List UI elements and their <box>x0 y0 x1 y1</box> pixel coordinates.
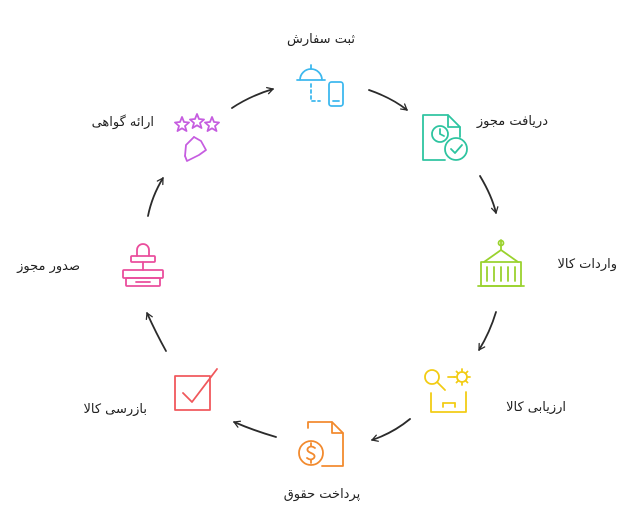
permit-document-icon <box>422 114 468 161</box>
step-label-import-goods: واردات کالا <box>557 257 617 272</box>
order-registration-icon <box>296 64 344 107</box>
step-label-receive-permit: دریافت مجوز <box>476 114 548 129</box>
step-goods-inspection: بازرسی کالا <box>83 368 218 417</box>
certificate-award-icon <box>174 113 220 162</box>
arrow-inspection-to-permit-issue <box>145 312 167 352</box>
inspection-checkbox-icon <box>174 368 218 411</box>
step-label-duty-payment: پرداخت حقوق <box>284 487 361 502</box>
arrow-order-to-permit <box>368 89 408 111</box>
goods-evaluation-icon <box>424 368 471 413</box>
step-label-order-registration: ثبت سفارش <box>287 32 355 47</box>
permit-stamp-icon <box>122 243 164 287</box>
step-label-goods-inspection: بازرسی کالا <box>83 402 147 417</box>
arrow-payment-to-inspection <box>233 420 277 438</box>
step-label-permit-issuance: صدور مجوز <box>16 259 80 274</box>
step-goods-evaluation: ارزیابی کالا <box>424 368 566 415</box>
step-permit-issuance: صدور مجوز <box>16 243 164 287</box>
arrow-permit-issue-to-certificate <box>147 177 164 217</box>
duty-payment-icon <box>298 421 344 467</box>
step-certificate-presentation: ارائه گواهی <box>92 113 220 162</box>
step-receive-permit: دریافت مجوز <box>422 114 548 161</box>
step-import-goods: واردات کالا <box>477 239 617 287</box>
step-label-certificate-presentation: ارائه گواهی <box>92 114 154 130</box>
arrow-certificate-to-order <box>231 86 274 109</box>
step-order-registration: ثبت سفارش <box>287 32 355 107</box>
import-container-icon <box>477 239 525 287</box>
step-label-goods-evaluation: ارزیابی کالا <box>506 400 566 415</box>
step-duty-payment: پرداخت حقوق <box>284 421 361 502</box>
arrow-evaluation-to-payment <box>371 418 411 442</box>
arrow-import-to-evaluation <box>478 311 497 351</box>
arrow-permit-to-import <box>479 175 499 214</box>
